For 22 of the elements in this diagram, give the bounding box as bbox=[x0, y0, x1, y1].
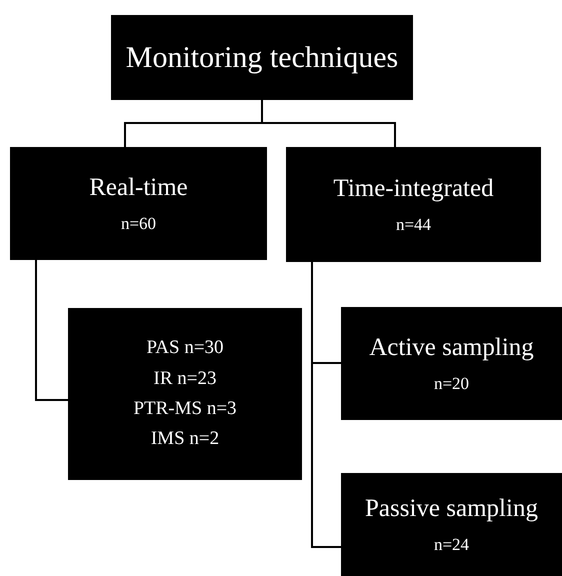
node-text: PTR-MS n=3 bbox=[133, 397, 237, 421]
process-box bbox=[341, 473, 562, 576]
node-title: Real-time bbox=[89, 172, 188, 203]
node-title: Passive sampling bbox=[365, 494, 538, 524]
node-count: n=44 bbox=[396, 214, 432, 236]
node-text: PAS n=30 bbox=[146, 336, 224, 360]
node-text: IMS n=2 bbox=[150, 427, 220, 452]
process-box bbox=[111, 15, 413, 100]
process-box bbox=[341, 307, 562, 420]
node-title: Active sampling bbox=[369, 332, 534, 363]
connector-line bbox=[35, 260, 68, 401]
node-title: Monitoring techniques bbox=[126, 40, 398, 76]
node-text: IR n=23 bbox=[154, 366, 216, 391]
node-title: Time-integrated bbox=[333, 174, 494, 204]
connector-line bbox=[311, 262, 341, 548]
connector-line bbox=[261, 100, 396, 147]
process-box bbox=[68, 308, 302, 480]
node-count: n=20 bbox=[434, 373, 470, 396]
process-box bbox=[10, 147, 267, 260]
process-box bbox=[286, 147, 541, 262]
node-count: n=60 bbox=[120, 213, 156, 236]
node-count: n=24 bbox=[434, 534, 470, 556]
